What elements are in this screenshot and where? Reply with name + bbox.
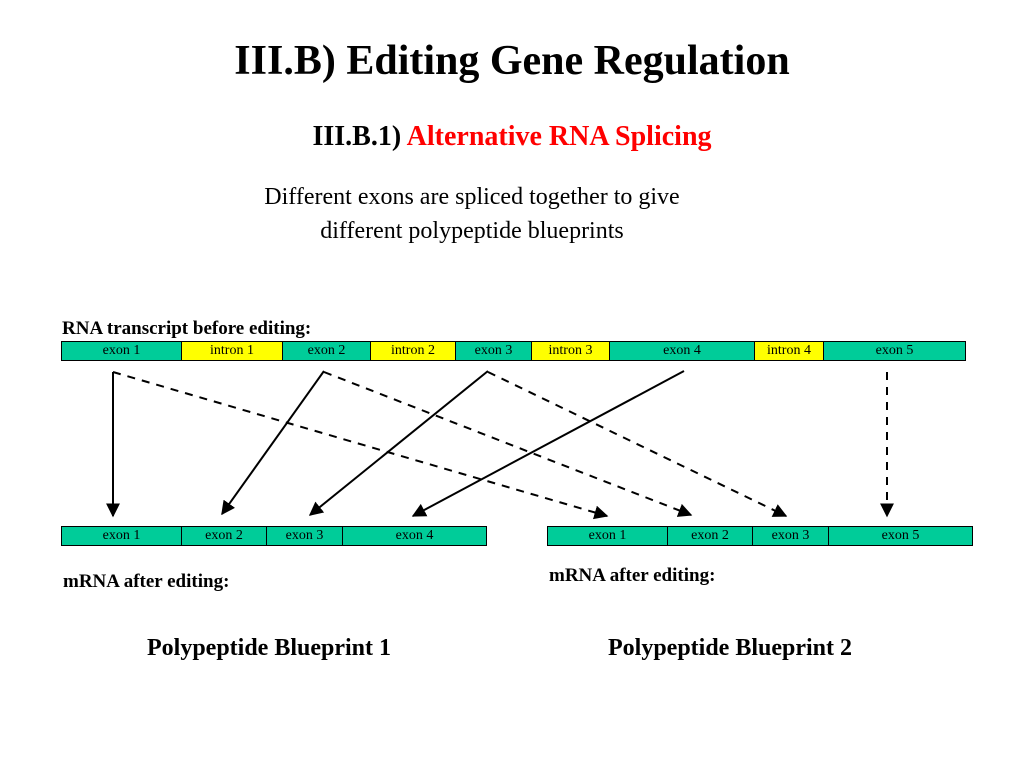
subtitle-topic: Alternative RNA Splicing: [406, 121, 712, 152]
mrna-1-exon-1: exon 1: [62, 527, 182, 545]
mrna-2-strip: exon 1 exon 2 exon 3 exon 5: [547, 526, 973, 546]
transcript-exon-3: exon 3: [456, 342, 532, 360]
arrow-exon2-to-mrna2: [323, 371, 693, 517]
description-line-2: different polypeptide blueprints: [320, 218, 624, 244]
mrna-1-exon-2: exon 2: [182, 527, 267, 545]
mrna-2-exon-2: exon 2: [668, 527, 753, 545]
mrna-2-exon-5: exon 5: [829, 527, 972, 545]
mrna-2-label: mRNA after editing:: [549, 565, 716, 586]
blueprint-2-label: Polypeptide Blueprint 2: [608, 635, 853, 661]
arrow-exon2-to-mrna1: [221, 370, 325, 516]
arrow-exon3-to-mrna2: [487, 371, 788, 517]
mrna-2-exon-3: exon 3: [753, 527, 829, 545]
arrow-exon3-to-mrna1: [308, 370, 489, 516]
mrna-2-exon-1: exon 1: [548, 527, 668, 545]
transcript-exon-2: exon 2: [283, 342, 371, 360]
description-line-1: Different exons are spliced together to …: [264, 184, 680, 210]
slide-title: III.B) Editing Gene Regulation: [234, 38, 790, 84]
transcript-intron-1: intron 1: [182, 342, 283, 360]
mrna-1-label: mRNA after editing:: [63, 571, 230, 592]
mrna-1-exon-3: exon 3: [267, 527, 343, 545]
mrna-1-exon-4: exon 4: [343, 527, 486, 545]
rna-transcript-strip: exon 1 intron 1 exon 2 intron 2 exon 3 i…: [61, 341, 966, 361]
transcript-label: RNA transcript before editing:: [62, 318, 312, 339]
blueprint-1-label: Polypeptide Blueprint 1: [147, 635, 392, 661]
description: Different exons are spliced together to …: [222, 180, 722, 248]
subtitle-number: III.B.1): [312, 121, 402, 152]
transcript-intron-3: intron 3: [532, 342, 610, 360]
transcript-exon-1: exon 1: [62, 342, 182, 360]
transcript-exon-5: exon 5: [824, 342, 965, 360]
transcript-exon-4: exon 4: [610, 342, 755, 360]
arrow-exon1-to-mrna2: [112, 371, 609, 520]
slide-subtitle: III.B.1) Alternative RNA Splicing: [0, 123, 1024, 151]
mrna-1-strip: exon 1 exon 2 exon 3 exon 4: [61, 526, 487, 546]
arrow-exon4-to-mrna1: [411, 370, 685, 517]
transcript-intron-2: intron 2: [371, 342, 456, 360]
transcript-intron-4: intron 4: [755, 342, 824, 360]
